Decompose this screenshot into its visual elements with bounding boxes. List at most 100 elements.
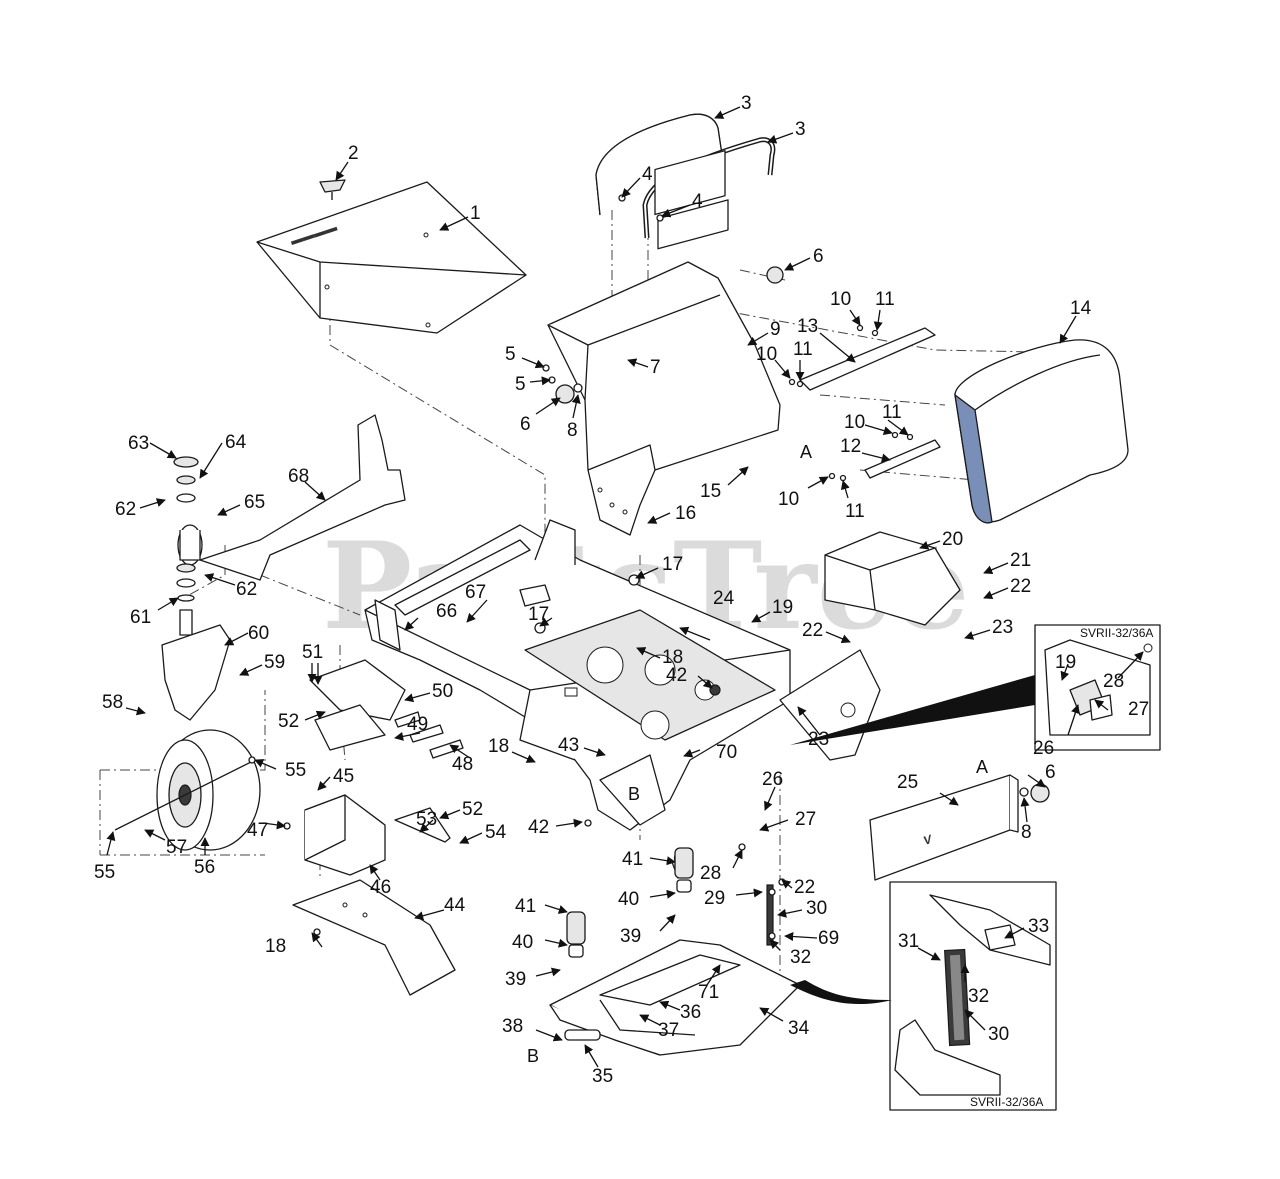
callout-11: 11 bbox=[845, 501, 865, 522]
seat-rails bbox=[799, 327, 941, 479]
callout-15: 15 bbox=[700, 481, 721, 502]
callout-54: 54 bbox=[485, 822, 507, 843]
caster-assembly bbox=[161, 414, 406, 721]
callout-numbers: 1 2 3 3 4 4 5 5 6 6 6 7 8 8 9 10 10 10 1… bbox=[94, 93, 1149, 1087]
battery-box bbox=[292, 659, 464, 996]
callout-62: 62 bbox=[236, 579, 257, 600]
operator-platform bbox=[549, 939, 801, 1056]
callout-13: 13 bbox=[797, 316, 818, 337]
callout-59: 59 bbox=[264, 652, 285, 673]
callout-66: 66 bbox=[436, 601, 457, 622]
detail-inset-top: SVRII-32/36A bbox=[1034, 624, 1161, 751]
floor-pan: ▬▬▬▬ bbox=[256, 181, 527, 334]
callout-6: 6 bbox=[1045, 762, 1056, 783]
callout-37: 37 bbox=[658, 1020, 679, 1041]
callout-55: 55 bbox=[94, 862, 115, 883]
callout-62: 62 bbox=[115, 499, 136, 520]
callout-60: 60 bbox=[248, 623, 269, 644]
callout-3: 3 bbox=[741, 93, 752, 114]
callout-10: 10 bbox=[756, 344, 777, 365]
callout-5: 5 bbox=[515, 374, 526, 395]
callout-4: 4 bbox=[642, 164, 653, 185]
callout-11: 11 bbox=[882, 402, 902, 423]
callout-49: 49 bbox=[407, 714, 428, 735]
callout-52: 52 bbox=[278, 711, 299, 732]
callout-70: 70 bbox=[716, 742, 737, 763]
callout-18: 18 bbox=[662, 647, 683, 668]
callout-64: 64 bbox=[225, 432, 247, 453]
callout-21: 21 bbox=[1010, 550, 1031, 571]
callout-18: 18 bbox=[265, 936, 286, 957]
callout-11: 11 bbox=[875, 289, 895, 310]
callout-20: 20 bbox=[942, 529, 963, 550]
callout-28: 28 bbox=[700, 863, 721, 884]
callout-67: 67 bbox=[465, 582, 486, 603]
callout-19: 19 bbox=[772, 597, 793, 618]
callout-35: 35 bbox=[592, 1066, 613, 1087]
callout-10: 10 bbox=[778, 489, 799, 510]
callout-69: 69 bbox=[818, 928, 839, 949]
inset-top-label: SVRII-32/36A bbox=[1080, 626, 1153, 640]
callout-23: 23 bbox=[808, 729, 829, 750]
view-letter-b: B bbox=[628, 784, 640, 804]
callout-1: 1 bbox=[470, 203, 481, 224]
callout-33: 33 bbox=[1028, 916, 1049, 937]
callout-24: 24 bbox=[713, 588, 735, 609]
callout-42: 42 bbox=[528, 817, 549, 838]
callout-39: 39 bbox=[505, 969, 526, 990]
callout-27: 27 bbox=[795, 809, 816, 830]
callout-4: 4 bbox=[692, 191, 703, 212]
callout-44: 44 bbox=[444, 895, 466, 916]
callout-47: 47 bbox=[247, 820, 268, 841]
callout-25: 25 bbox=[897, 772, 918, 793]
inset-bottom-label: SVRII-32/36A bbox=[970, 1095, 1043, 1109]
callout-19: 19 bbox=[1055, 652, 1076, 673]
knob bbox=[319, 179, 346, 200]
callout-17: 17 bbox=[528, 604, 549, 625]
callout-26: 26 bbox=[762, 769, 783, 790]
view-letters: A A B B bbox=[527, 442, 988, 1066]
callout-41: 41 bbox=[515, 896, 536, 917]
callout-43: 43 bbox=[558, 735, 579, 756]
callout-2: 2 bbox=[348, 143, 359, 164]
callout-22: 22 bbox=[794, 877, 815, 898]
side-panel: V bbox=[869, 774, 1019, 881]
callout-68: 68 bbox=[288, 466, 309, 487]
callout-17: 17 bbox=[662, 554, 683, 575]
callout-9: 9 bbox=[770, 319, 781, 340]
callout-26: 26 bbox=[1033, 738, 1054, 759]
callout-3: 3 bbox=[795, 119, 806, 140]
callout-30: 30 bbox=[806, 898, 827, 919]
inset-top-pointer bbox=[790, 675, 1035, 745]
caster-wheel bbox=[114, 729, 261, 851]
callout-10: 10 bbox=[830, 289, 851, 310]
callout-40: 40 bbox=[618, 889, 639, 910]
callout-30: 30 bbox=[988, 1024, 1009, 1045]
callout-27: 27 bbox=[1128, 699, 1149, 720]
callout-65: 65 bbox=[244, 492, 265, 513]
leader-lines bbox=[106, 106, 1144, 1068]
callout-51: 51 bbox=[302, 642, 323, 663]
callout-45: 45 bbox=[333, 766, 354, 787]
callout-8: 8 bbox=[1021, 822, 1032, 843]
callout-42: 42 bbox=[666, 665, 687, 686]
callout-40: 40 bbox=[512, 932, 533, 953]
seat bbox=[954, 339, 1129, 524]
callout-12: 12 bbox=[840, 436, 861, 457]
callout-39: 39 bbox=[620, 926, 641, 947]
callout-31: 31 bbox=[898, 931, 919, 952]
callout-50: 50 bbox=[432, 681, 453, 702]
callout-34: 34 bbox=[788, 1018, 810, 1039]
callout-14: 14 bbox=[1070, 298, 1092, 319]
callout-41: 41 bbox=[622, 849, 643, 870]
callout-23: 23 bbox=[992, 617, 1013, 638]
view-letter-a: A bbox=[800, 442, 812, 462]
callout-10: 10 bbox=[844, 412, 865, 433]
callout-58: 58 bbox=[102, 692, 123, 713]
detail-inset-bottom: SVRII-32/36A bbox=[889, 881, 1057, 1111]
callout-28: 28 bbox=[1103, 671, 1124, 692]
callout-11: 11 bbox=[793, 339, 813, 360]
callout-38: 38 bbox=[502, 1016, 523, 1037]
callout-29: 29 bbox=[704, 888, 725, 909]
callout-36: 36 bbox=[680, 1002, 701, 1023]
